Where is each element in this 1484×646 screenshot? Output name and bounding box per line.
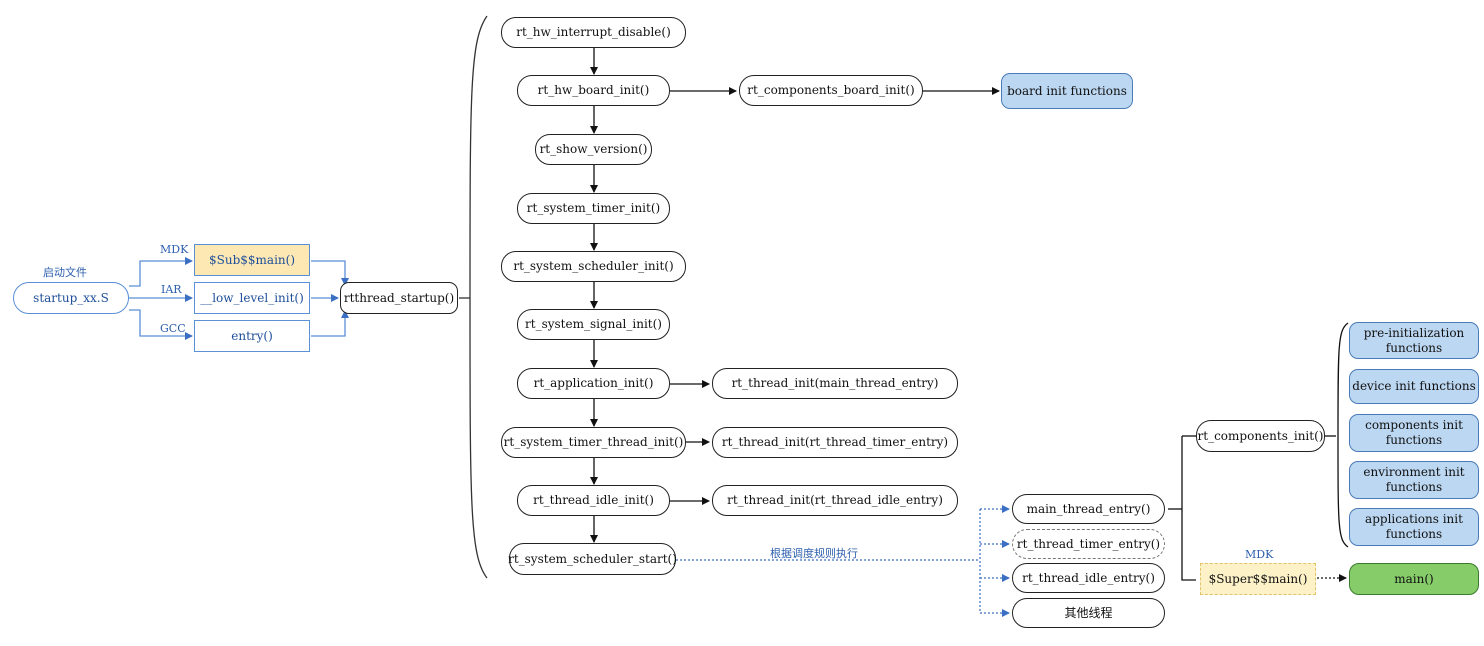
thread-init-idle-node: rt_thread_init(rt_thread_idle_entry): [712, 485, 958, 516]
low-level-init-node: __low_level_init(): [194, 282, 310, 314]
main-node: main(): [1349, 563, 1479, 595]
schedule-note-label: 根据调度规则执行: [770, 547, 858, 560]
thread-idle-entry-node: rt_thread_idle_entry(): [1012, 563, 1165, 593]
gcc-label: GCC: [160, 322, 186, 335]
chain-node-interrupt-disable: rt_hw_interrupt_disable(): [501, 17, 686, 48]
chain-node-scheduler-start: rt_system_scheduler_start(): [508, 543, 677, 575]
startup-file-label: 启动文件: [43, 266, 87, 279]
thread-timer-entry-node: rt_thread_timer_entry(): [1012, 529, 1165, 559]
thread-init-timer-node: rt_thread_init(rt_thread_timer_entry): [712, 427, 958, 458]
components-init-node: rt_components_init(): [1196, 420, 1325, 452]
chain-node-show-version: rt_show_version(): [535, 134, 652, 165]
chain-node-timer-thread-init: rt_system_timer_thread_init(): [501, 427, 686, 458]
thread-other-node: 其他线程: [1012, 598, 1165, 628]
pre-initialization-functions-node: pre-initialization functions: [1349, 322, 1479, 359]
gcc-entry-node: entry(): [194, 320, 310, 352]
mdk-label: MDK: [160, 243, 189, 256]
chain-node-hw-board-init: rt_hw_board_init(): [517, 75, 670, 106]
thread-init-main-node: rt_thread_init(main_thread_entry): [712, 368, 958, 399]
components-board-init-node: rt_components_board_init(): [739, 75, 923, 106]
device-init-functions-node: device init functions: [1349, 369, 1479, 404]
iar-label: IAR: [161, 283, 182, 296]
chain-node-signal-init: rt_system_signal_init(): [517, 309, 670, 340]
thread-main-entry-node: main_thread_entry(): [1012, 494, 1165, 524]
mdk-label-2: MDK: [1245, 548, 1274, 561]
startup-file-node: startup_xx.S: [13, 282, 129, 314]
components-init-functions-node: components init functions: [1349, 414, 1479, 452]
environment-init-functions-node: environment init functions: [1349, 461, 1479, 499]
applications-init-functions-node: applications init functions: [1349, 508, 1479, 546]
chain-node-application-init: rt_application_init(): [517, 368, 670, 399]
super-main-node: $Super$$main(): [1200, 563, 1316, 595]
sub-main-node: $Sub$$main(): [194, 244, 310, 276]
board-init-functions-node: board init functions: [1001, 73, 1133, 109]
chain-node-system-timer-init: rt_system_timer_init(): [517, 193, 670, 224]
rtthread-startup-node: rtthread_startup(): [340, 282, 458, 314]
chain-node-idle-init: rt_thread_idle_init(): [517, 485, 670, 516]
chain-node-scheduler-init: rt_system_scheduler_init(): [501, 251, 686, 282]
